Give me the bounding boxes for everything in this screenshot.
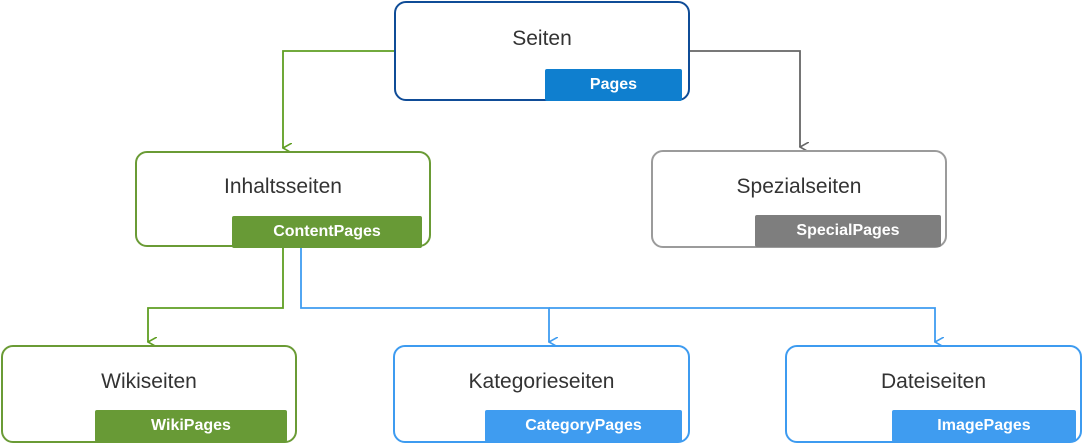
- node-seiten: Seiten Pages: [394, 1, 690, 101]
- node-title: Kategorieseiten: [468, 370, 615, 393]
- node-title: Seiten: [512, 27, 572, 50]
- node-inhaltsseiten: Inhaltsseiten ContentPages: [135, 151, 431, 248]
- node-kategorieseiten: Kategorieseiten CategoryPages: [393, 345, 690, 443]
- node-class-tag: ContentPages: [232, 216, 422, 248]
- node-wikiseiten: Wikiseiten WikiPages: [1, 345, 297, 443]
- node-class-tag: Pages: [545, 69, 682, 101]
- edge-inhaltsseiten-wikiseiten: [148, 247, 284, 342]
- edge-inhaltsseiten-kategorieseiten: [300, 247, 549, 342]
- node-class-tag: ImagePages: [892, 410, 1076, 442]
- node-title: Dateiseiten: [880, 370, 987, 393]
- node-class-tag: SpecialPages: [755, 215, 941, 247]
- edge-seiten-spezialseiten: [690, 50, 800, 147]
- edge-seiten-inhaltsseiten: [283, 50, 394, 148]
- node-spezialseiten: Spezialseiten SpecialPages: [651, 150, 947, 248]
- node-class-tag: CategoryPages: [485, 410, 682, 442]
- edge-inhaltsseiten-dateiseiten: [549, 307, 935, 342]
- node-title: Wikiseiten: [101, 370, 197, 393]
- node-title: Spezialseiten: [736, 175, 862, 198]
- node-class-tag: WikiPages: [95, 410, 287, 442]
- node-dateiseiten: Dateiseiten ImagePages: [785, 345, 1082, 443]
- node-title: Inhaltsseiten: [224, 175, 342, 198]
